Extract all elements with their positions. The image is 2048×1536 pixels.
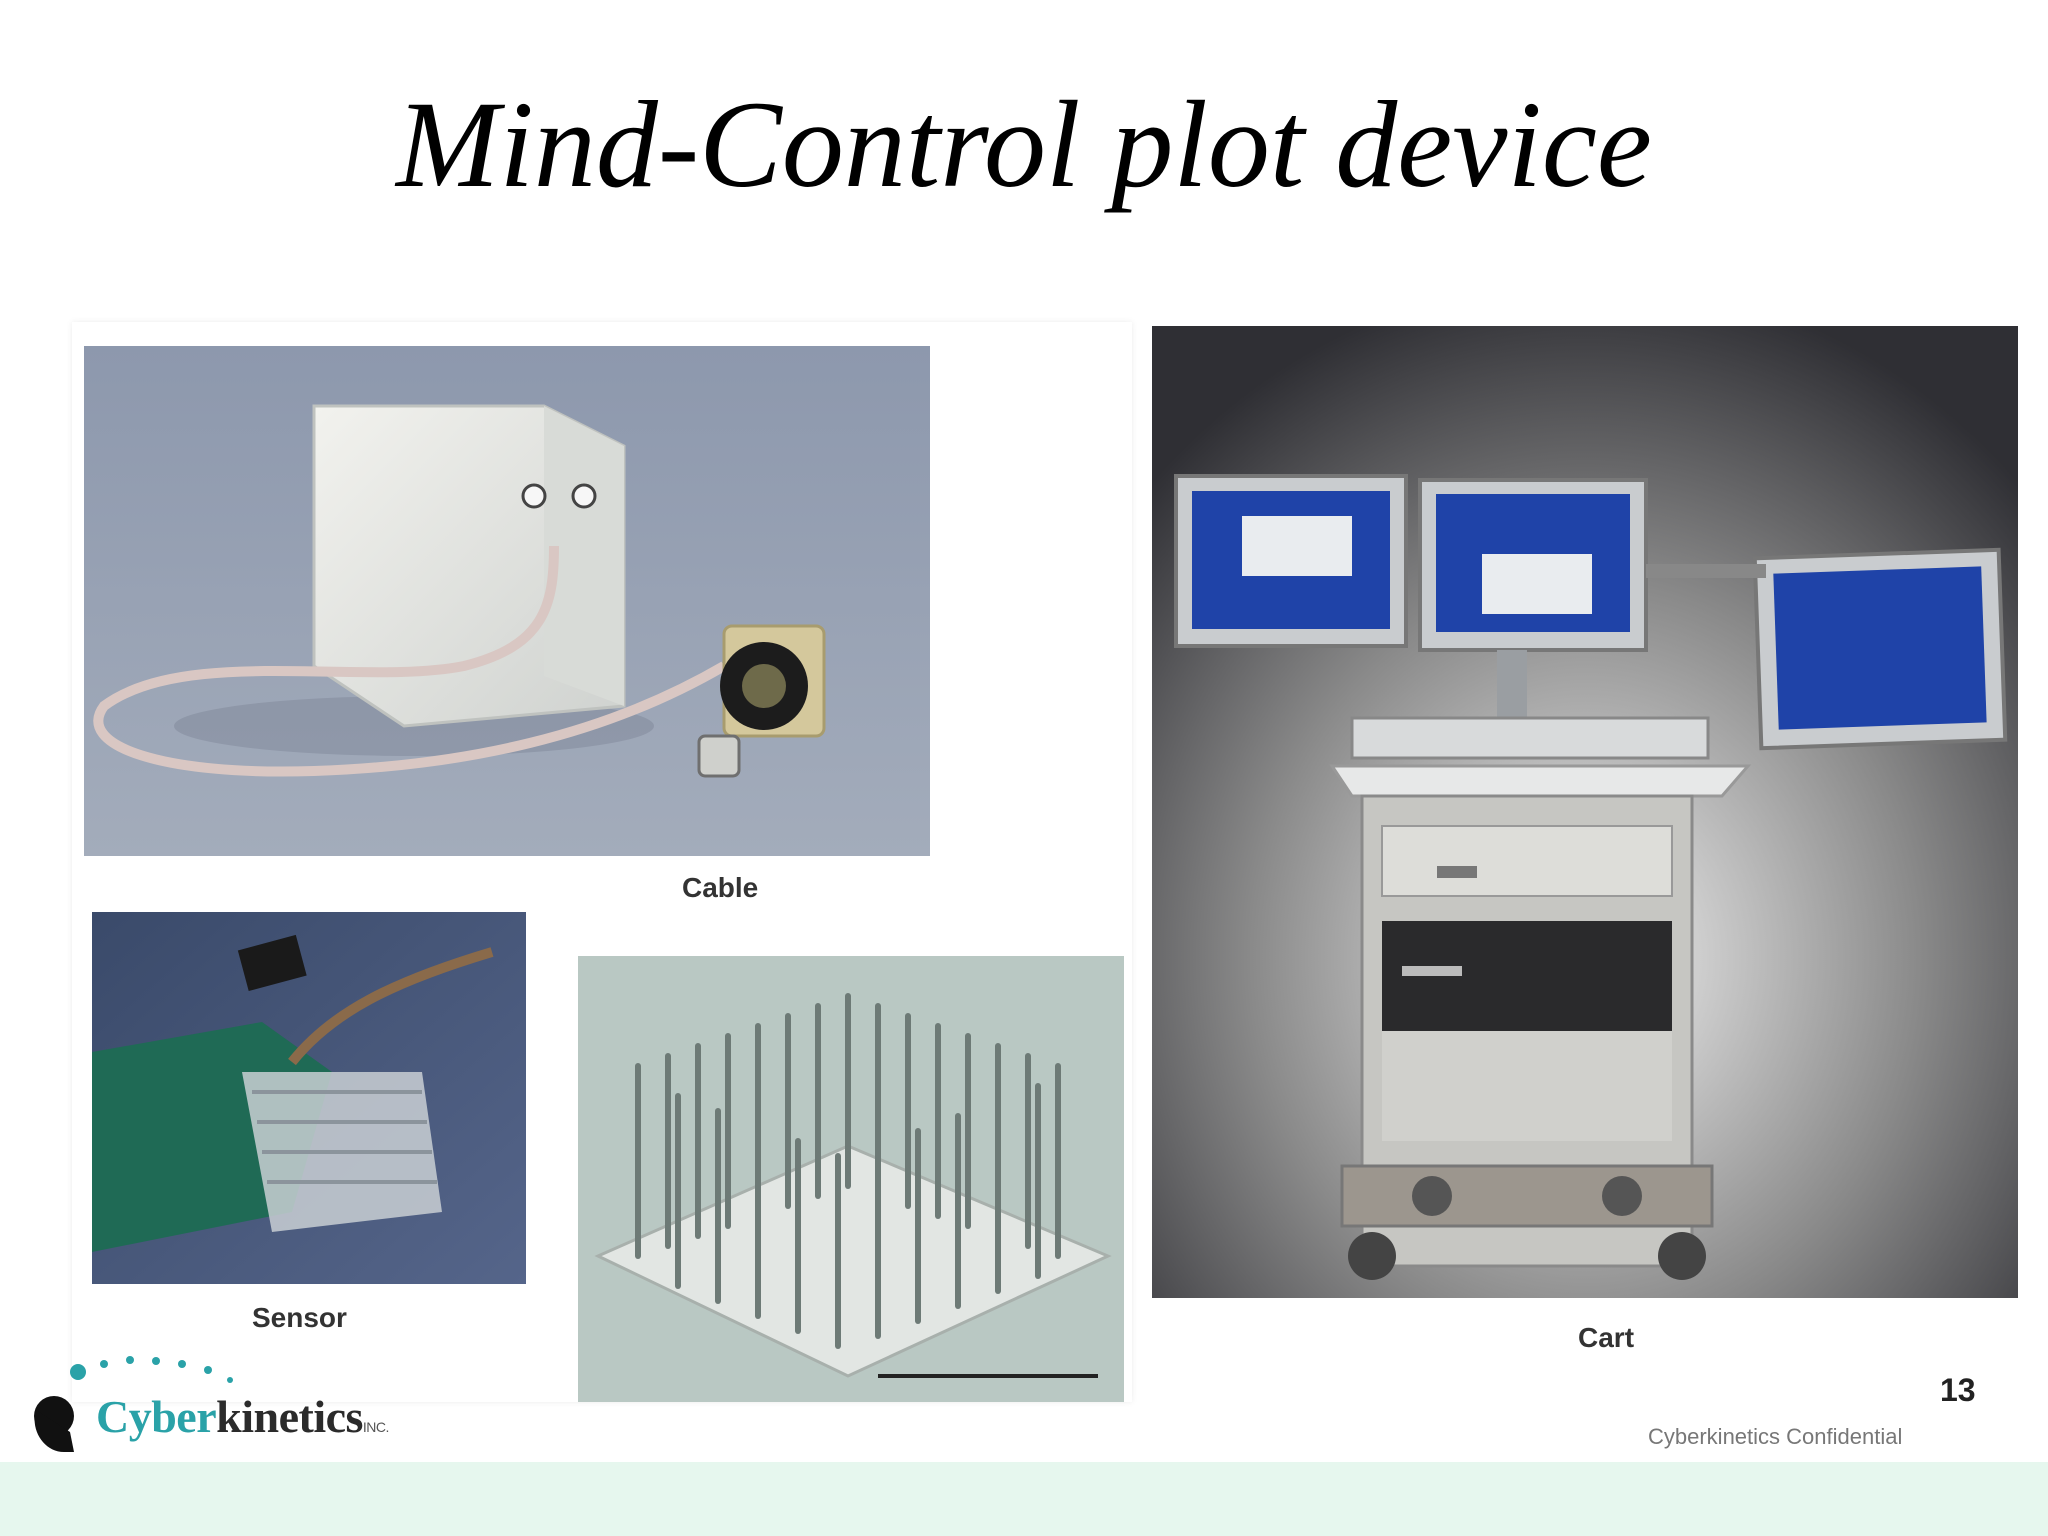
- logo-wordmark: CyberkineticsINC.: [96, 1390, 389, 1443]
- sensor-caption: Sensor: [252, 1302, 347, 1333]
- logo-wordmark-kinetics: kinetics: [216, 1391, 363, 1442]
- cart-illustration: [1152, 326, 2018, 1298]
- sensor-illustration: [92, 912, 526, 1284]
- cable-caption: Cable: [682, 872, 759, 903]
- product-photo-panel: Cable Sensor: [72, 322, 1132, 1402]
- footer-band: [0, 1462, 2048, 1536]
- page-number: 13: [1940, 1372, 1976, 1408]
- slide-title: Mind-Control plot device: [396, 76, 1652, 213]
- electrode-array-illustration: [578, 956, 1124, 1402]
- logo-wordmark-cyber: Cyber: [96, 1391, 217, 1442]
- cable-device-photo: [84, 346, 930, 856]
- cart-photo: [1152, 326, 2018, 1298]
- cyberkinetics-logo: CyberkineticsINC.: [34, 1340, 454, 1460]
- cart-caption: Cart: [1578, 1322, 1635, 1353]
- confidential-notice: Cyberkinetics Confidential: [1648, 1424, 1903, 1449]
- logo-wordmark-inc: INC.: [362, 1419, 390, 1435]
- sensor-photo: [92, 912, 526, 1284]
- electrode-array-photo: [578, 956, 1124, 1402]
- cable-device-illustration: [84, 346, 930, 856]
- logo-mark-icon: [34, 1356, 233, 1452]
